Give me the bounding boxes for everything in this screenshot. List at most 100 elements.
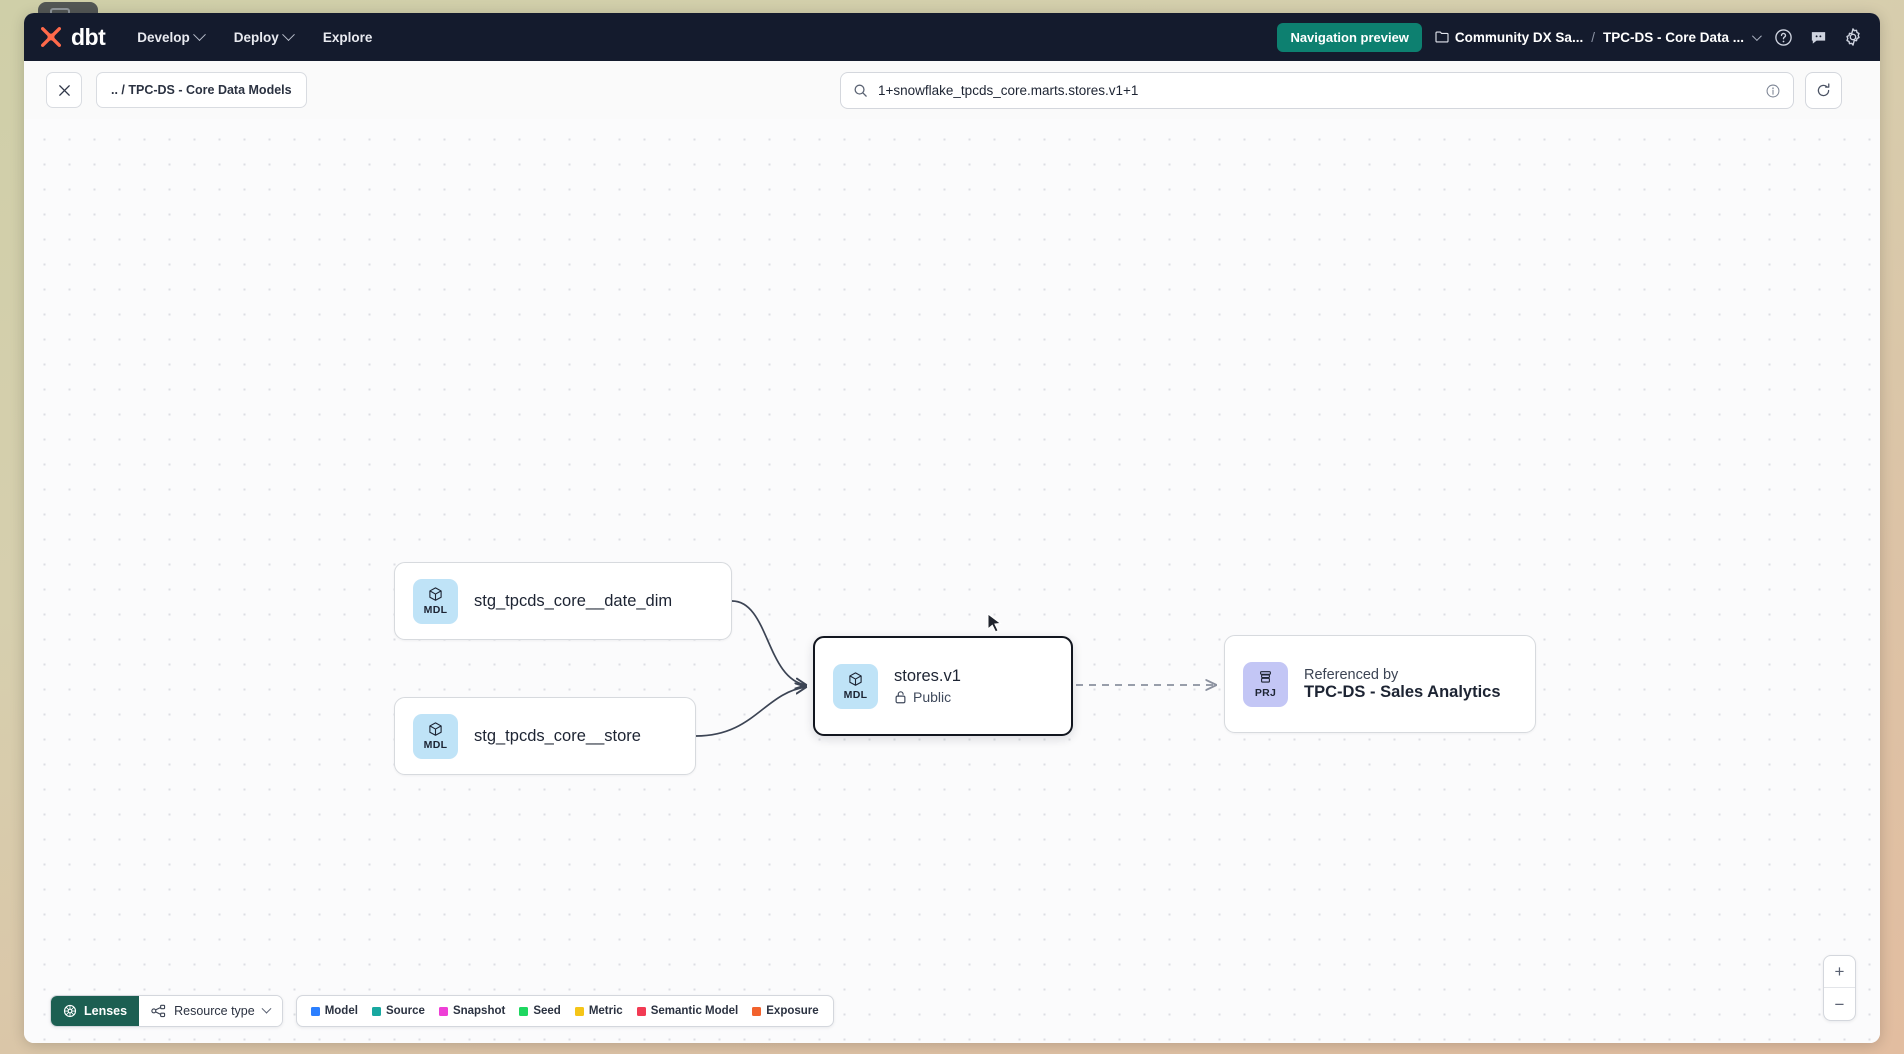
refresh-button[interactable] — [1805, 72, 1842, 109]
edge-date-dim-to-stores — [731, 600, 806, 685]
navigation-preview-badge[interactable]: Navigation preview — [1277, 22, 1422, 52]
nav-item-deploy-label: Deploy — [233, 29, 279, 45]
chevron-down-icon — [261, 1003, 272, 1014]
lineage-toolbar: .. / TPC-DS - Core Data Models — [24, 61, 1880, 119]
legend-swatch — [636, 1006, 646, 1016]
node-title: stg_tpcds_core__store — [474, 726, 641, 745]
node-badge-label: MDL — [843, 689, 868, 701]
legend-item-exposure: Exposure — [752, 1005, 819, 1017]
resource-type-dropdown[interactable]: Resource type — [139, 996, 282, 1026]
legend-swatch — [371, 1006, 381, 1016]
folder-icon — [1435, 31, 1449, 43]
zoom-out-button[interactable]: − — [1834, 994, 1845, 1014]
comment-icon — [1811, 31, 1825, 44]
legend-item-model: Model — [310, 1005, 358, 1017]
nodes-icon — [151, 1004, 166, 1018]
project-breadcrumb-pill[interactable]: .. / TPC-DS - Core Data Models — [96, 72, 307, 108]
zoom-in-button[interactable]: + — [1824, 956, 1855, 988]
nav-item-develop-label: Develop — [137, 29, 190, 45]
info-icon[interactable] — [1765, 83, 1781, 99]
gear-icon — [1846, 28, 1860, 46]
legend-swatch — [574, 1006, 584, 1016]
graph-node-stg-tpcds-core-date-dim[interactable]: MDL stg_tpcds_core__date_dim — [394, 562, 732, 640]
node-badge-model: MDL — [413, 713, 458, 759]
unlock-icon — [895, 691, 906, 704]
chevron-down-icon — [281, 27, 295, 41]
node-badge-label: MDL — [423, 739, 448, 751]
legend-item-seed: Seed — [519, 1005, 561, 1017]
cube-icon — [849, 672, 862, 686]
legend-swatch — [310, 1006, 320, 1016]
nav-item-deploy[interactable]: Deploy — [232, 25, 295, 50]
node-badge-model: MDL — [833, 663, 878, 709]
legend-item-metric: Metric — [574, 1005, 623, 1017]
legend-label: Metric — [588, 1005, 623, 1017]
legend-label: Exposure — [766, 1005, 819, 1017]
legend-swatch — [752, 1006, 762, 1016]
account-breadcrumb: Community DX Sa... / TPC-DS - Core Data … — [1435, 29, 1762, 45]
node-body: stores.v1 Public — [894, 667, 961, 705]
primary-nav: Develop Deploy Explore — [135, 25, 374, 50]
feedback-icon[interactable] — [1807, 26, 1829, 48]
search-icon — [854, 84, 867, 97]
breadcrumb-project-label: TPC-DS - Core Data ... — [1602, 29, 1744, 45]
lineage-search-area — [840, 72, 1842, 109]
legend-item-source: Source — [371, 1005, 425, 1017]
legend-label: Snapshot — [452, 1005, 506, 1017]
dbt-explore-app: dbt Develop Deploy Explore Navigation pr… — [24, 13, 1880, 1043]
node-badge-label: PRJ — [1254, 687, 1277, 699]
legend-label: Semantic Model — [650, 1005, 739, 1017]
node-badge-project: PRJ — [1243, 661, 1288, 707]
nav-right-cluster: Navigation preview Community DX Sa... / … — [1277, 22, 1864, 52]
nav-item-develop[interactable]: Develop — [135, 25, 206, 50]
graph-node-stores-v1[interactable]: MDL stores.v1 Public — [813, 636, 1073, 736]
lenses-button[interactable]: Lenses — [51, 996, 140, 1026]
chevron-down-icon — [192, 27, 206, 41]
resource-type-label: Resource type — [174, 1004, 255, 1018]
lens-icon — [63, 1004, 77, 1018]
breadcrumb-account-label: Community DX Sa... — [1454, 29, 1584, 45]
resource-type-legend: Model Source Snapshot Seed — [295, 995, 834, 1027]
cube-icon — [429, 722, 442, 736]
settings-gear-icon[interactable] — [1842, 26, 1864, 48]
graph-node-stg-tpcds-core-store[interactable]: MDL stg_tpcds_core__store — [394, 697, 696, 775]
edge-store-to-stores — [695, 687, 806, 737]
node-reference-prefix: Referenced by — [1304, 666, 1399, 683]
breadcrumb-account[interactable]: Community DX Sa... — [1435, 30, 1583, 45]
node-badge-model: MDL — [413, 578, 458, 624]
legend-label: Source — [385, 1005, 425, 1017]
lenses-button-label: Lenses — [84, 1004, 128, 1018]
node-title: TPC-DS - Sales Analytics — [1304, 682, 1501, 701]
nav-item-explore[interactable]: Explore — [321, 25, 375, 50]
close-button[interactable] — [46, 72, 82, 108]
node-badge-label: MDL — [423, 604, 448, 616]
node-access-label: Public — [913, 689, 952, 705]
refresh-icon — [1817, 83, 1830, 97]
zoom-controls: + − — [1823, 955, 1856, 1021]
legend-swatch — [438, 1006, 448, 1016]
search-input[interactable] — [878, 83, 1755, 98]
node-title: stg_tpcds_core__date_dim — [474, 591, 673, 610]
legend-label: Model — [324, 1005, 358, 1017]
node-body: stg_tpcds_core__store — [474, 727, 641, 746]
dbt-x-logo-icon — [40, 26, 62, 48]
breadcrumb-project[interactable]: TPC-DS - Core Data ... — [1602, 29, 1762, 45]
lineage-graph-canvas[interactable]: MDL stg_tpcds_core__date_dim MDL stg_tpc… — [24, 119, 1880, 1043]
node-body: stg_tpcds_core__date_dim — [474, 592, 672, 611]
lineage-search-box[interactable] — [840, 72, 1794, 109]
dbt-logo[interactable]: dbt — [38, 24, 106, 51]
legend-item-semantic-model: Semantic Model — [636, 1005, 739, 1017]
lineage-edges — [695, 600, 1880, 737]
help-icon[interactable] — [1772, 26, 1794, 48]
legend-swatch — [519, 1006, 529, 1016]
chevron-down-icon — [1751, 30, 1762, 41]
node-body: Referenced by TPC-DS - Sales Analytics — [1304, 667, 1501, 702]
graph-node-referenced-by-project[interactable]: PRJ Referenced by TPC-DS - Sales Analyti… — [1224, 635, 1536, 733]
project-icon — [1260, 671, 1271, 683]
node-title: stores.v1 — [894, 667, 961, 685]
legend-item-snapshot: Snapshot — [438, 1005, 506, 1017]
cube-icon — [429, 587, 442, 601]
lineage-bottom-bar: Lenses Resource type — [50, 995, 834, 1027]
top-navigation-bar: dbt Develop Deploy Explore Navigation pr… — [24, 13, 1880, 61]
